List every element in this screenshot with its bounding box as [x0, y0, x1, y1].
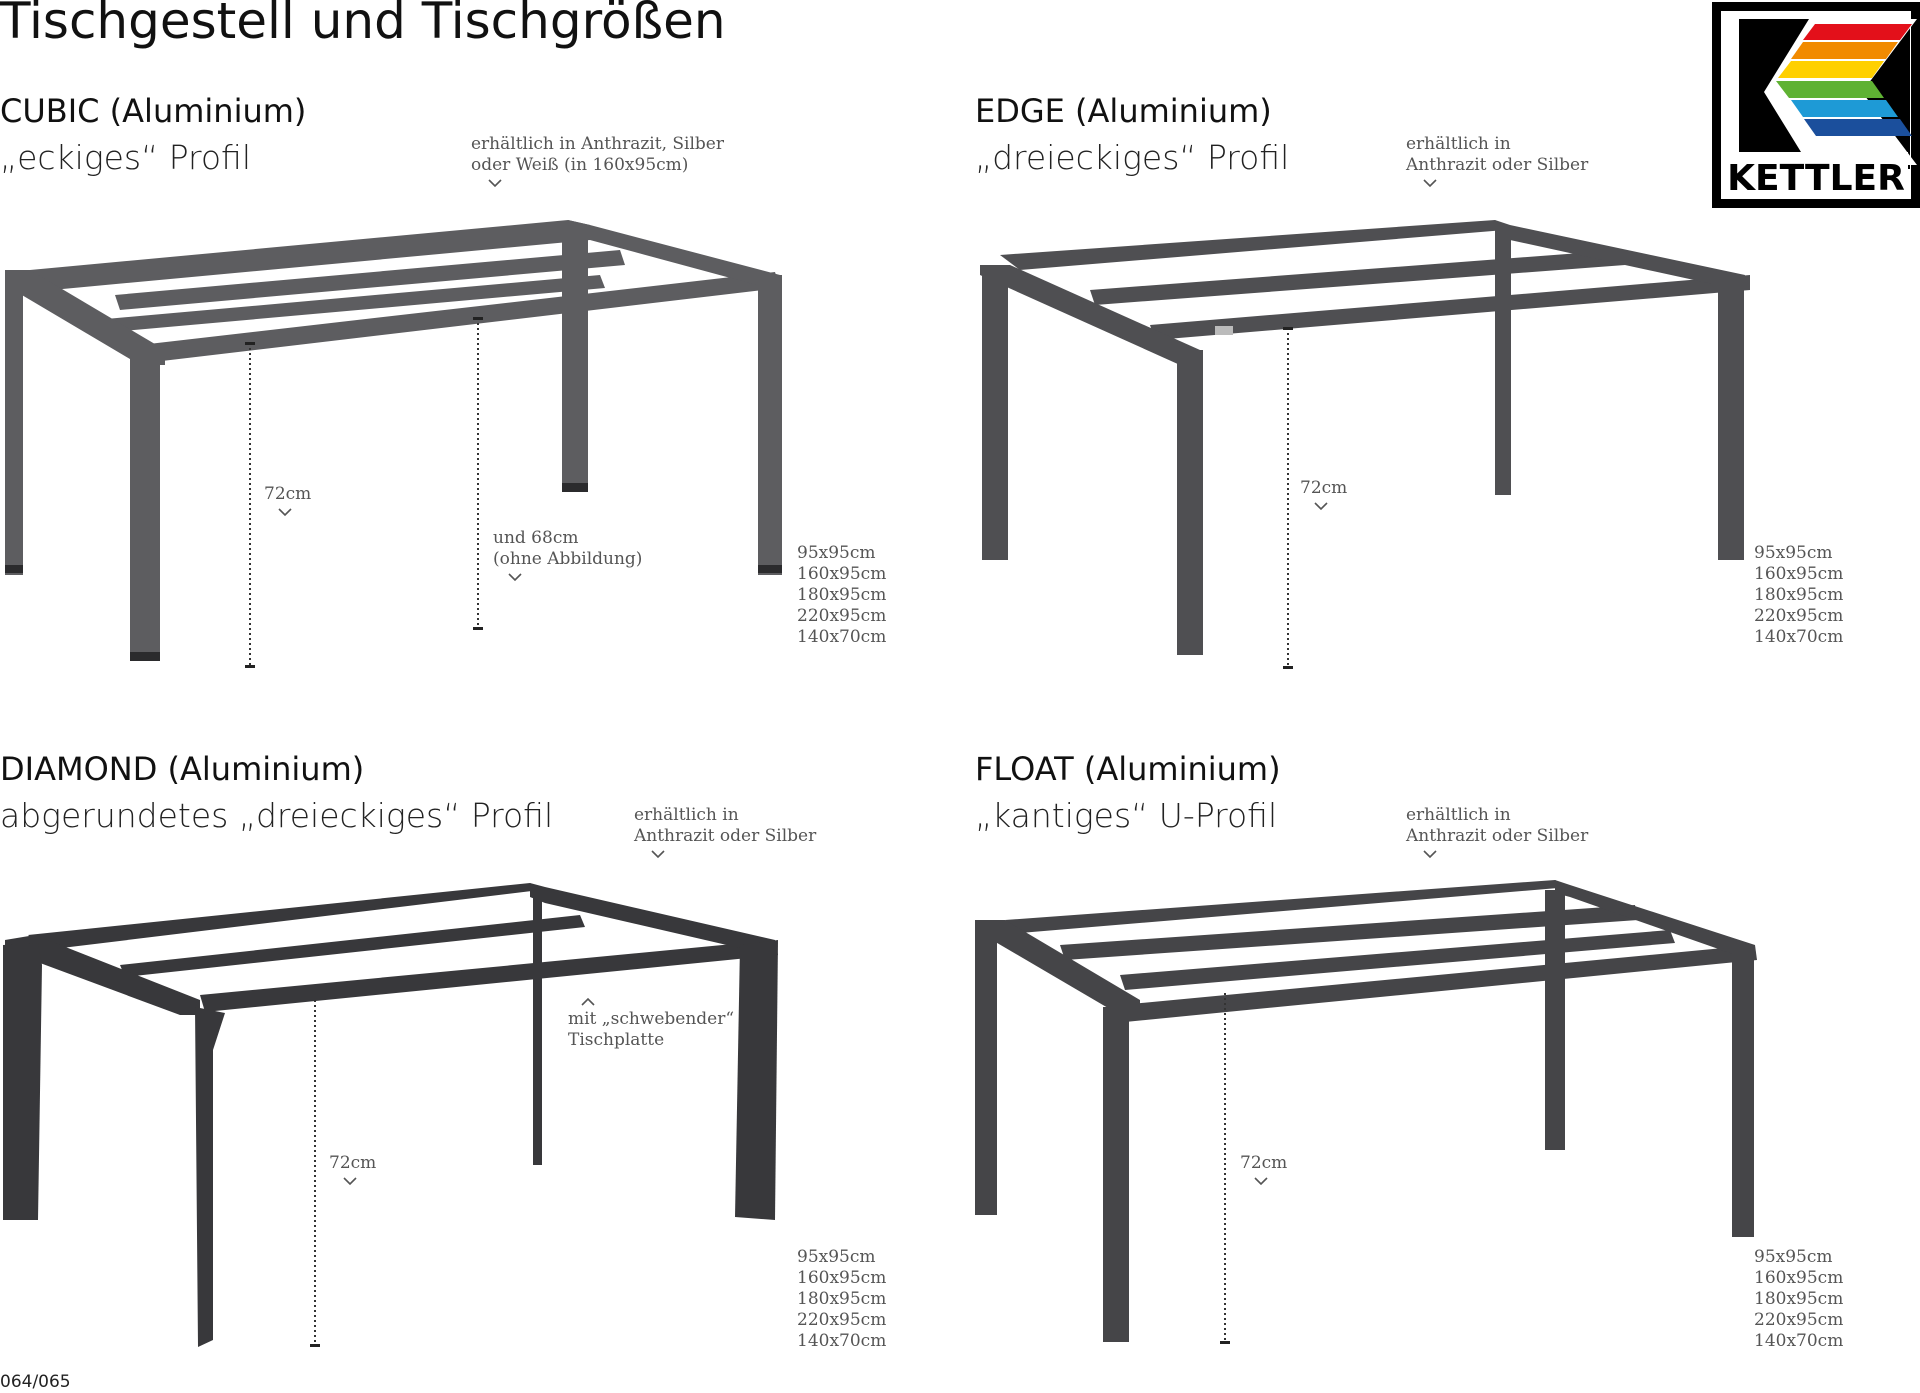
cubic-size-list: 95x95cm 160x95cm 180x95cm 220x95cm 140x7…	[797, 543, 886, 648]
size-item: 180x95cm	[1754, 1289, 1844, 1309]
diamond-title: DIAMOND (Aluminium)	[0, 750, 365, 788]
kettler-logo: KETTLER	[1712, 2, 1920, 208]
float-size-list: 95x95cm 160x95cm 180x95cm 220x95cm 140x7…	[1754, 1247, 1843, 1352]
diamond-table-frame-image	[3, 883, 778, 1347]
size-item: 160x95cm	[1754, 564, 1844, 584]
size-item: 160x95cm	[797, 564, 887, 584]
chevron-down-icon	[508, 573, 522, 582]
cubic-height-label: 72cm	[264, 484, 311, 517]
cubic-availability: erhältlich in Anthrazit, Silber oder Wei…	[471, 134, 724, 188]
chevron-down-icon	[1254, 1177, 1268, 1186]
float-height-label: 72cm	[1240, 1153, 1287, 1186]
availability-line: oder Weiß (in 160x95cm)	[471, 155, 689, 175]
cubic-profile: „eckiges“ Profil	[0, 138, 252, 177]
size-item: 95x95cm	[1754, 1247, 1833, 1267]
chevron-up-icon	[581, 997, 595, 1006]
chevron-down-icon	[343, 1177, 357, 1186]
extra-height-line: (ohne Abbildung)	[493, 549, 643, 569]
chevron-down-icon	[1423, 850, 1437, 859]
availability-line: erhältlich in	[1406, 805, 1511, 825]
kettler-logo-icon: KETTLER	[1712, 2, 1920, 208]
size-item: 140x70cm	[797, 627, 887, 647]
edge-size-list: 95x95cm 160x95cm 180x95cm 220x95cm 140x7…	[1754, 543, 1843, 648]
height-text: 72cm	[1240, 1153, 1288, 1173]
size-item: 180x95cm	[797, 585, 887, 605]
size-item: 140x70cm	[1754, 627, 1844, 647]
size-item: 140x70cm	[797, 1331, 887, 1351]
size-item: 160x95cm	[1754, 1268, 1844, 1288]
chevron-down-icon	[1314, 502, 1328, 511]
float-profile: „kantiges“ U-Profil	[975, 796, 1278, 835]
float-table-frame-image	[975, 880, 1757, 1344]
size-item: 220x95cm	[1754, 606, 1844, 626]
chevron-down-icon	[651, 850, 665, 859]
chevron-down-icon	[1423, 179, 1437, 188]
diamond-height-label: 72cm	[329, 1153, 376, 1186]
page-number: 064/065	[0, 1372, 71, 1392]
feature-line: Tischplatte	[568, 1030, 665, 1050]
feature-line: mit „schwebender“	[568, 1009, 735, 1029]
extra-height-line: und 68cm	[493, 528, 579, 548]
height-text: 72cm	[329, 1153, 377, 1173]
availability-line: erhältlich in Anthrazit, Silber	[471, 134, 724, 154]
cubic-table-frame-image	[5, 220, 782, 668]
diamond-size-list: 95x95cm 160x95cm 180x95cm 220x95cm 140x7…	[797, 1247, 886, 1352]
diamond-profile: abgerundetes „dreieckiges“ Profil	[0, 796, 554, 835]
availability-line: Anthrazit oder Silber	[634, 826, 817, 846]
float-availability: erhältlich in Anthrazit oder Silber	[1406, 805, 1588, 859]
float-title: FLOAT (Aluminium)	[975, 750, 1281, 788]
availability-line: Anthrazit oder Silber	[1406, 155, 1589, 175]
edge-availability: erhältlich in Anthrazit oder Silber	[1406, 134, 1588, 188]
size-item: 180x95cm	[797, 1289, 887, 1309]
size-item: 220x95cm	[797, 606, 887, 626]
size-item: 95x95cm	[797, 543, 876, 563]
availability-line: erhältlich in	[1406, 134, 1511, 154]
size-item: 220x95cm	[1754, 1310, 1844, 1330]
edge-profile: „dreieckiges“ Profil	[975, 138, 1290, 177]
kettler-wordmark: KETTLER	[1727, 158, 1905, 199]
diamond-floating-top-note: mit „schwebender“ Tischplatte	[568, 994, 734, 1051]
chevron-down-icon	[278, 508, 292, 517]
availability-line: erhältlich in	[634, 805, 739, 825]
height-text: 72cm	[1300, 478, 1348, 498]
diamond-availability: erhältlich in Anthrazit oder Silber	[634, 805, 816, 859]
size-item: 180x95cm	[1754, 585, 1844, 605]
page-title: Tischgestell und Tischgrößen	[0, 0, 726, 50]
chevron-down-icon	[488, 179, 502, 188]
edge-title: EDGE (Aluminium)	[975, 92, 1272, 130]
availability-line: Anthrazit oder Silber	[1406, 826, 1589, 846]
edge-height-label: 72cm	[1300, 478, 1347, 511]
size-item: 95x95cm	[797, 1247, 876, 1267]
size-item: 160x95cm	[797, 1268, 887, 1288]
cubic-title: CUBIC (Aluminium)	[0, 92, 307, 130]
cubic-extra-height: und 68cm (ohne Abbildung)	[493, 528, 642, 582]
height-text: 72cm	[264, 484, 312, 504]
size-item: 95x95cm	[1754, 543, 1833, 563]
edge-table-frame-image	[980, 220, 1750, 669]
size-item: 220x95cm	[797, 1310, 887, 1330]
size-item: 140x70cm	[1754, 1331, 1844, 1351]
